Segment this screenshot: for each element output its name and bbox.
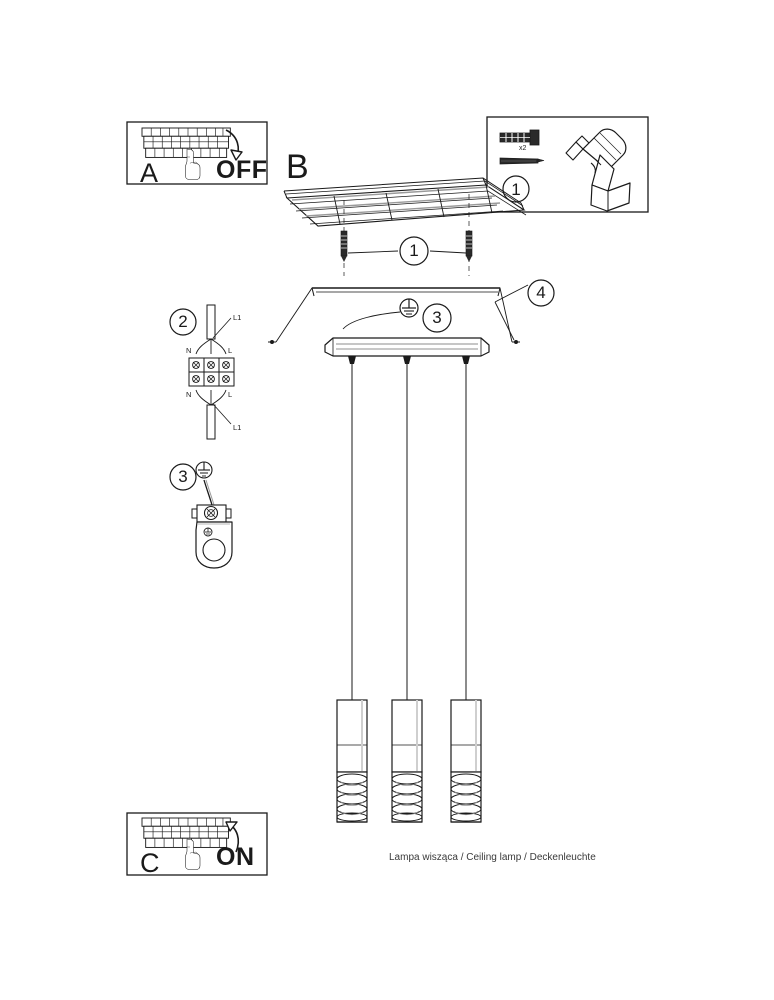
screw-icon: [499, 157, 545, 165]
wall-plug-icon: [499, 129, 540, 146]
terminal-label-l1-top: L1: [233, 313, 242, 322]
sheet-caption: Lampa wisząca / Ceiling lamp / Deckenleu…: [389, 852, 596, 863]
terminal-label-n-bottom: N: [186, 390, 192, 399]
terminal-label-n-top: N: [186, 346, 192, 355]
ceiling-fixing-screw-right: [465, 194, 473, 276]
wall-plug-quantity-label: x2: [519, 145, 527, 152]
callout-4-label: 4: [536, 283, 546, 302]
pendant-lamp-2: [391, 699, 423, 823]
tiled-ceiling-icon: [283, 177, 527, 227]
panel-c-arrow-up-icon: [225, 821, 240, 853]
earth-screw-detail: [169, 461, 233, 569]
pendant-lamp-3: [450, 699, 482, 823]
panel-a-arrow-down-icon: [225, 129, 243, 161]
panel-c-on-label: ON: [216, 843, 255, 871]
panel-a-off-label: OFF: [216, 156, 268, 184]
terminal-label-l-top: L: [228, 346, 233, 355]
cordless-drill-icon: [565, 128, 631, 212]
cable-exit-nipples: [348, 356, 470, 364]
earth-ground-symbol-detail: [195, 461, 213, 479]
panel-a-breaker-icon: [141, 127, 231, 158]
callout-3-detail-label: 3: [178, 467, 188, 486]
canopy-cover-icon: [268, 287, 520, 344]
pendant-lamp-1: [336, 699, 368, 823]
panel-c-letter: C: [140, 848, 160, 878]
canopy-bar-icon: [324, 337, 490, 364]
earth-ground-symbol-canopy: [399, 298, 419, 318]
callout-2-label: 2: [178, 312, 188, 331]
callout-1-ceiling: [347, 236, 467, 266]
callout-1-parts-label: 1: [511, 180, 521, 199]
terminal-screws: [192, 361, 230, 383]
panel-b-letter: B: [286, 148, 309, 186]
pendant-cables: [351, 364, 467, 700]
terminal-block-detail: [169, 304, 235, 440]
callout-1-ceiling-label: 1: [409, 241, 419, 260]
callout-3-canopy-label: 3: [432, 308, 442, 327]
panel-a-letter: A: [140, 158, 159, 188]
terminal-label-l-bottom: L: [228, 390, 233, 399]
callout-3-canopy: [342, 303, 452, 333]
ceiling-fixing-screw-left: [340, 200, 348, 276]
terminal-label-l1-bottom: L1: [233, 423, 242, 432]
callout-4: [494, 279, 555, 341]
